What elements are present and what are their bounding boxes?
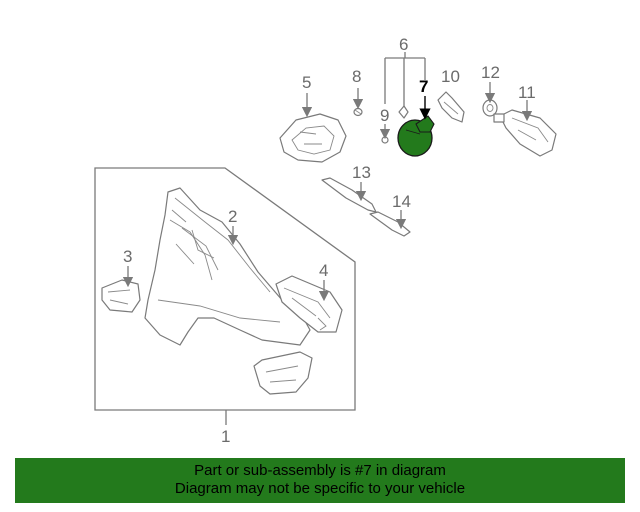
callout-9[interactable]: 9 bbox=[380, 106, 389, 125]
molding-part-14[interactable] bbox=[369, 211, 411, 237]
callout-10[interactable]: 10 bbox=[441, 67, 460, 86]
pin-part-9[interactable] bbox=[381, 136, 389, 144]
callout-11[interactable]: 11 bbox=[518, 83, 536, 102]
clip-part-6[interactable] bbox=[398, 105, 409, 119]
callout-3[interactable]: 3 bbox=[123, 247, 132, 266]
hinge-part-10[interactable] bbox=[437, 91, 465, 123]
callout-2[interactable]: 2 bbox=[228, 207, 237, 226]
callout-5[interactable]: 5 bbox=[302, 73, 311, 92]
banner-line-1: Part or sub-assembly is #7 in diagram bbox=[194, 462, 446, 479]
callout-14[interactable]: 14 bbox=[392, 192, 411, 211]
quarter-panel-assembly-box bbox=[94, 167, 356, 425]
info-banner: Part or sub-assembly is #7 in diagram Di… bbox=[15, 458, 625, 503]
callout-6[interactable]: 6 bbox=[399, 35, 408, 54]
molding-part-13[interactable] bbox=[321, 177, 377, 213]
fuel-filler-housing-part-5[interactable] bbox=[279, 113, 347, 163]
screw-part-8[interactable] bbox=[353, 107, 363, 117]
callout-1[interactable]: 1 bbox=[221, 427, 230, 446]
banner-line-2: Diagram may not be specific to your vehi… bbox=[174, 480, 466, 497]
fuel-door-part-7[interactable] bbox=[397, 115, 435, 157]
callout-4[interactable]: 4 bbox=[319, 261, 328, 280]
actuator-part-11[interactable] bbox=[493, 109, 557, 157]
callout-8[interactable]: 8 bbox=[352, 67, 361, 86]
callout-6-bracket bbox=[384, 52, 426, 112]
quarter-panel-part[interactable] bbox=[144, 187, 311, 346]
callout-7[interactable]: 7 bbox=[419, 77, 428, 96]
callout-12[interactable]: 12 bbox=[481, 63, 500, 82]
rear-panel-part-4[interactable] bbox=[275, 275, 343, 333]
callout-13[interactable]: 13 bbox=[352, 163, 371, 182]
lower-bracket-part[interactable] bbox=[253, 351, 313, 395]
bracket-part-3[interactable] bbox=[101, 279, 141, 313]
